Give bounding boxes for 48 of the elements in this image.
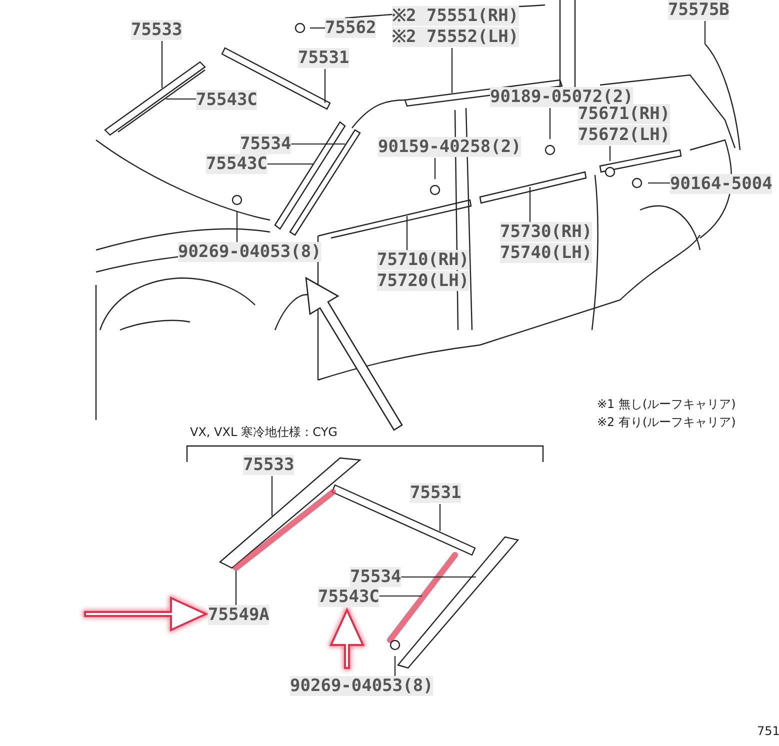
part-number: 75543C [318, 587, 380, 608]
part-number: 75671(RH) 75672(LH) [578, 104, 670, 146]
leader-line [704, 21, 706, 44]
part-number: 75543C [206, 154, 268, 175]
highlight-arrow [328, 606, 366, 670]
leader-line [379, 595, 422, 597]
note: ※2 有り(ルーフキャリア) [597, 414, 736, 431]
note: VX, VXL 寒冷地仕様 : CYG [190, 424, 338, 441]
part-number: 75534 [350, 567, 402, 588]
leader-line [271, 476, 273, 516]
page-number: 751 [757, 724, 779, 738]
part-number: 90269-04053(8) [290, 676, 434, 697]
leader-line [434, 158, 436, 179]
leader-line [310, 27, 325, 29]
leader-line [406, 216, 408, 250]
part-number: 75549A [208, 605, 270, 626]
leader-line [529, 187, 531, 222]
part-number: 75533 [243, 455, 294, 476]
leader-line [439, 504, 441, 531]
leader-line [648, 182, 670, 184]
leader-line [291, 143, 345, 145]
leader-line [401, 576, 476, 578]
leader-line [609, 146, 611, 161]
note: ※1 無し(ルーフキャリア) [597, 396, 736, 413]
part-number: 75531 [410, 483, 462, 504]
part-number: 75710(RH) 75720(LH) [377, 250, 470, 292]
leader-line [235, 571, 237, 605]
leader-line [394, 656, 396, 676]
leader-line [166, 98, 196, 100]
leader-line [451, 48, 453, 93]
part-number: 75534 [240, 134, 292, 155]
part-number: 90189-05072(2) [490, 87, 634, 108]
part-number: 90164-5004 [670, 174, 772, 195]
leader-line [267, 163, 313, 165]
highlight-arrow [84, 596, 210, 632]
part-number: 75533 [131, 20, 182, 41]
leader-line [161, 41, 163, 88]
part-number: 75562 [325, 18, 376, 39]
part-number: 90269-04053(8) [178, 242, 322, 263]
part-number: 75531 [298, 48, 350, 69]
part-number: ※2 75551(RH) ※2 75552(LH) [392, 6, 519, 48]
part-number: 90159-40258(2) [378, 137, 522, 158]
leader-line [236, 211, 238, 242]
part-number: 75575B [668, 0, 730, 21]
leader-line [549, 108, 551, 139]
part-number: 75543C [196, 90, 258, 111]
part-number: 75730(RH) 75740(LH) [500, 222, 592, 264]
leader-line [324, 69, 326, 103]
